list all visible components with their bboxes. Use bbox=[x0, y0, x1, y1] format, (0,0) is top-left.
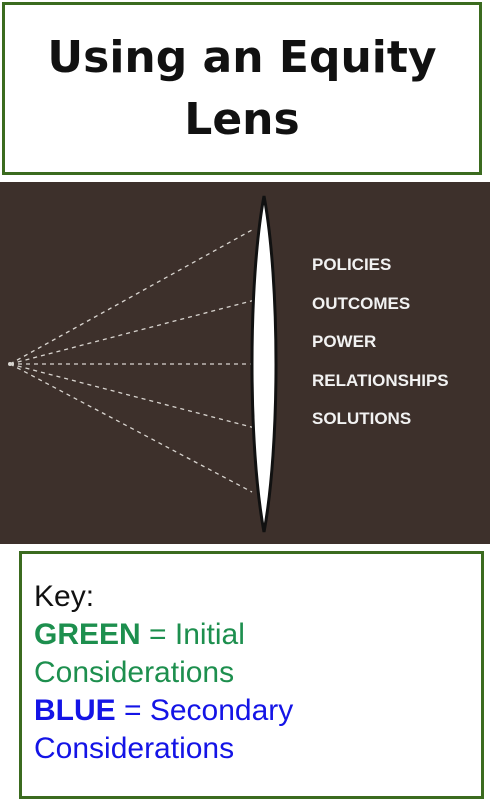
equity-lens-diagram: POLICIES OUTCOMES POWER RELATIONSHIPS SO… bbox=[0, 182, 490, 544]
lens-item-policies: POLICIES bbox=[312, 255, 392, 274]
key-blue-label: BLUE bbox=[34, 694, 116, 727]
lens-item-relationships: RELATIONSHIPS bbox=[312, 370, 449, 390]
title-line-2: Lens bbox=[184, 93, 300, 145]
lens-item-solutions: SOLUTIONS bbox=[312, 409, 412, 428]
ray-1 bbox=[9, 229, 253, 365]
key-green-label: GREEN bbox=[34, 618, 141, 651]
lens-item-outcomes: OUTCOMES bbox=[312, 293, 411, 313]
light-rays bbox=[9, 229, 258, 493]
key-title: Key: bbox=[34, 580, 95, 613]
key-green-desc: = Initial bbox=[140, 618, 245, 651]
key-green-desc-continued: Considerations bbox=[34, 656, 235, 689]
ray-4 bbox=[9, 363, 256, 429]
key-legend-box: Key: GREEN = Initial Considerations BLUE… bbox=[19, 551, 484, 799]
lens-illustration bbox=[8, 195, 278, 533]
title-line-1: Using an Equity bbox=[47, 31, 437, 83]
lens-item-list: POLICIES OUTCOMES POWER RELATIONSHIPS SO… bbox=[312, 246, 449, 439]
title-box: Using an Equity Lens bbox=[2, 2, 482, 175]
focal-point bbox=[8, 362, 12, 366]
key-blue-line: BLUE = Secondary bbox=[34, 692, 481, 730]
key-blue-desc-continued: Considerations bbox=[34, 732, 235, 765]
lens-item-power: POWER bbox=[312, 332, 377, 351]
lens-shape bbox=[250, 195, 278, 533]
ray-2 bbox=[9, 299, 256, 365]
key-green-line: GREEN = Initial bbox=[34, 616, 481, 654]
key-blue-desc: = Secondary bbox=[115, 694, 294, 727]
ray-5 bbox=[9, 363, 253, 493]
